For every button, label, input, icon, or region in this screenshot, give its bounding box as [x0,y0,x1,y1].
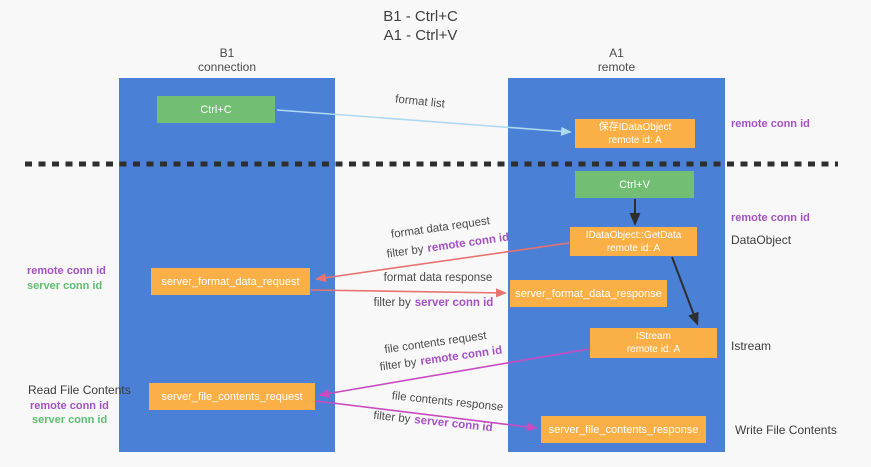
format-data-request-arrow [315,242,570,283]
server-conn-id-label-bottom-left: server conn id [32,414,108,426]
save-idataobject-line1: 保存IDataObject [598,121,672,133]
remote-conn-id-label-bottom-left: remote conn id [30,400,109,412]
server-conn-id-label-top-left: server conn id [27,280,103,292]
read-file-contents-label: Read File Contents [28,383,131,397]
dataobject-label: DataObject [731,233,792,247]
getdata-to-istream-arrow [671,256,699,326]
server-format-data-request-box: server_format_data_request [151,268,310,295]
istream-line1: IStream [635,331,671,342]
lane-a1-role: remote [597,60,636,74]
remote-conn-id-label-top-right: remote conn id [731,118,810,130]
remote-conn-id-label-mid-right: remote conn id [731,212,810,224]
server-file-contents-request-box: server_file_contents_request [149,383,315,410]
file-contents-response-arrow [315,400,538,432]
server-file-contents-response-label: server_file_contents_response [548,423,699,436]
server-file-contents-response-box: server_file_contents_response [541,416,706,443]
filter-by-text: filter by [373,297,411,309]
ctrl-v-box: Ctrl+V [575,171,694,198]
istream-side-label: Istream [731,339,772,353]
idataobject-getdata-box: IDataObject::GetData remote id: A [570,227,697,256]
lane-b1-role: connection [197,60,257,74]
diagram-title: B1 - Ctrl+C A1 - Ctrl+V [0,7,841,45]
write-file-contents-label: Write File Contents [735,423,837,437]
format-data-response-arrow [310,288,507,298]
format-data-response-label: format data response [383,272,493,284]
istream-box: IStream remote id: A [590,328,717,358]
server-format-data-response-label: server_format_data_response [515,287,662,300]
lane-b1-name: B1 [219,46,235,60]
ctrl-c-label: Ctrl+C [200,103,232,116]
server-format-data-request-label: server_format_data_request [161,275,300,288]
ctrl-v-label: Ctrl+V [619,178,650,191]
server-conn-id-text: server conn id [414,297,494,309]
idataobject-getdata-line2: remote id: A [606,242,661,254]
remote-conn-id-label-top-left: remote conn id [27,265,106,277]
server-format-data-response-box: server_format_data_response [510,280,667,307]
file-contents-request-arrow [318,348,590,398]
lane-header-b1: B1 connection [119,46,335,74]
title-line-1: B1 - Ctrl+C [383,8,458,25]
format-list-arrow [276,109,572,136]
save-idataobject-line2: remote id: A [608,134,662,146]
ctrl-c-box: Ctrl+C [157,96,275,123]
save-idataobject-box: 保存IDataObject remote id: A [575,119,695,148]
lane-a1-name: A1 [609,46,624,60]
title-line-2: A1 - Ctrl+V [383,27,458,44]
idataobject-getdata-line1: IDataObject::GetData [585,229,682,241]
istream-line2: remote id: A [626,344,681,355]
lane-header-a1: A1 remote [508,46,725,74]
server-file-contents-request-label: server_file_contents_request [161,390,303,403]
